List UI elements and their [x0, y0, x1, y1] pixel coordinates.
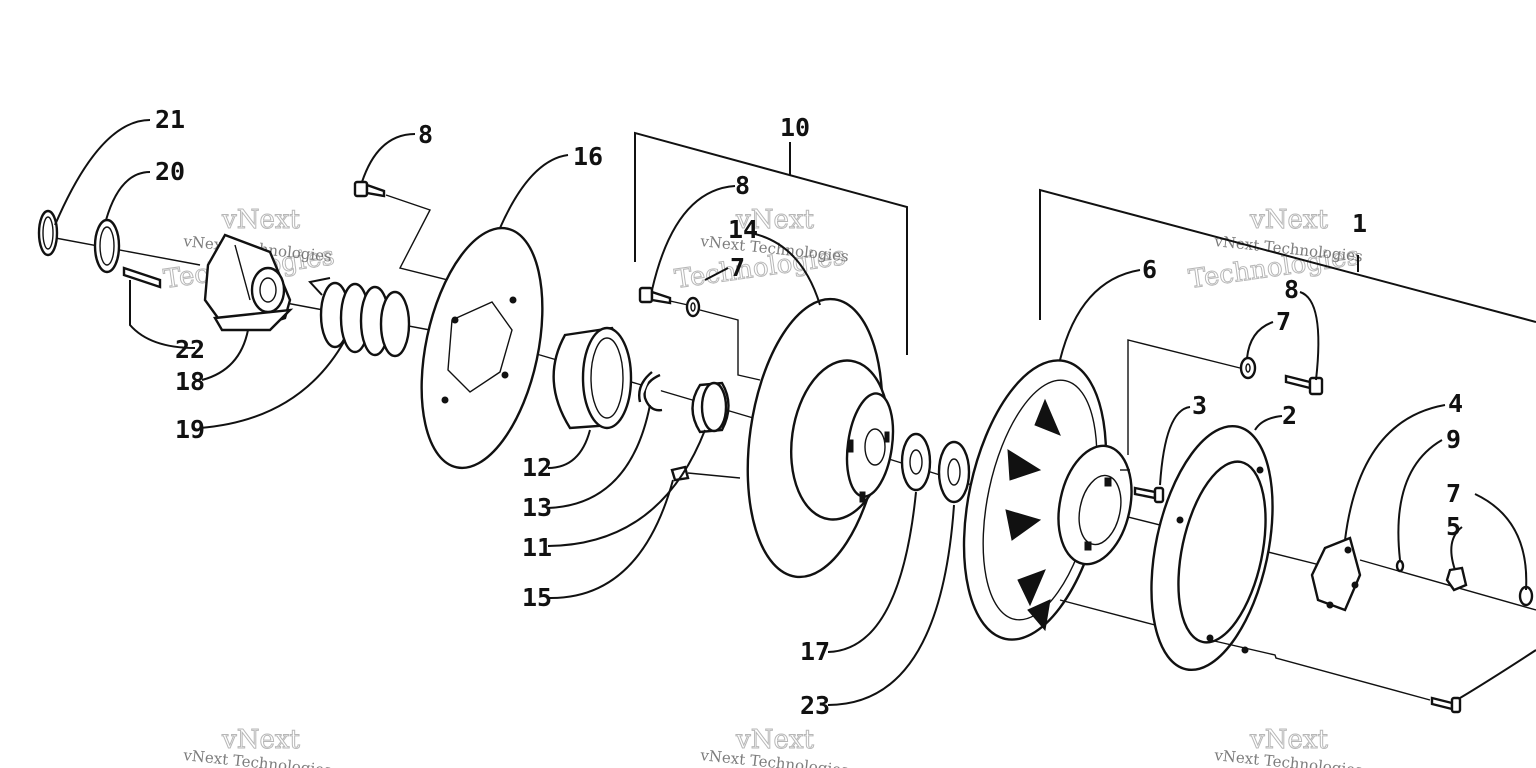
part-14-movable-sheave	[746, 297, 895, 579]
part-23-washer	[937, 440, 971, 504]
part-16-backing-plate	[420, 226, 544, 470]
part-22-pin	[122, 266, 162, 289]
callout-7-right: 7	[1276, 307, 1291, 336]
callout-1: 1	[1352, 209, 1367, 238]
callout-16: 16	[573, 142, 603, 171]
callout-19: 19	[175, 415, 205, 444]
callout-23: 23	[800, 691, 830, 720]
callout-4: 4	[1448, 389, 1463, 418]
part-21-retaining-ring	[37, 209, 59, 257]
part-4-bracket-plate	[1310, 536, 1362, 612]
callout-7-far-right: 7	[1446, 479, 1461, 508]
callout-14: 14	[728, 215, 758, 244]
callout-12: 12	[522, 453, 552, 482]
callout-20: 20	[155, 157, 185, 186]
watermark-brand: vNext	[1249, 205, 1328, 235]
part-11-bushing-short	[691, 381, 730, 434]
part-2-cover-ring	[1150, 424, 1431, 701]
callout-5: 5	[1446, 512, 1461, 541]
part-18-cam	[203, 233, 294, 332]
callout-6: 6	[1142, 255, 1157, 284]
part-6-fixed-sheave	[962, 359, 1156, 641]
watermark-brand: vNext	[735, 205, 814, 235]
part-3-screw	[1133, 486, 1165, 504]
assembly-10-bracket	[634, 131, 908, 355]
callout-8-middle: 8	[735, 171, 750, 200]
callout-8-upper: 8	[418, 120, 433, 149]
part-7-washer-middle	[685, 296, 761, 381]
part-20-washer	[93, 218, 121, 274]
callout-17: 17	[800, 637, 830, 666]
part-17-washer	[900, 432, 932, 492]
callout-7-middle: 7	[730, 253, 745, 282]
part-bolt-lower-right	[1430, 649, 1536, 714]
callout-2: 2	[1282, 401, 1297, 430]
part-9-o-ring	[1395, 559, 1405, 573]
callout-10: 10	[780, 113, 810, 142]
callout-labels: 21 20 22 18 19 8 16 10 8 14 7 12 13 11 1…	[155, 105, 1463, 720]
part-12-bushing	[552, 326, 633, 430]
callout-8-right: 8	[1284, 275, 1299, 304]
watermark-brand: vNext	[221, 205, 300, 235]
part-7-washer-right	[1239, 356, 1257, 380]
part-19-spring	[308, 277, 411, 358]
callout-11: 11	[522, 533, 552, 562]
part-13-snap-ring	[638, 371, 663, 412]
callout-15: 15	[522, 583, 552, 612]
part-5-nut	[1445, 566, 1468, 592]
callout-9: 9	[1446, 425, 1461, 454]
callout-21: 21	[155, 105, 185, 134]
part-8-screw-middle	[638, 286, 689, 306]
watermark-brand: vNext	[221, 725, 300, 755]
callout-18: 18	[175, 367, 205, 396]
leader-lines	[54, 119, 1528, 706]
callout-13: 13	[522, 493, 552, 522]
callout-3: 3	[1192, 391, 1207, 420]
assembly-1-bracket	[1039, 188, 1536, 323]
callout-22: 22	[175, 335, 205, 364]
watermark-brand: vNext	[735, 725, 814, 755]
watermark-brand: vNext	[1249, 725, 1328, 755]
